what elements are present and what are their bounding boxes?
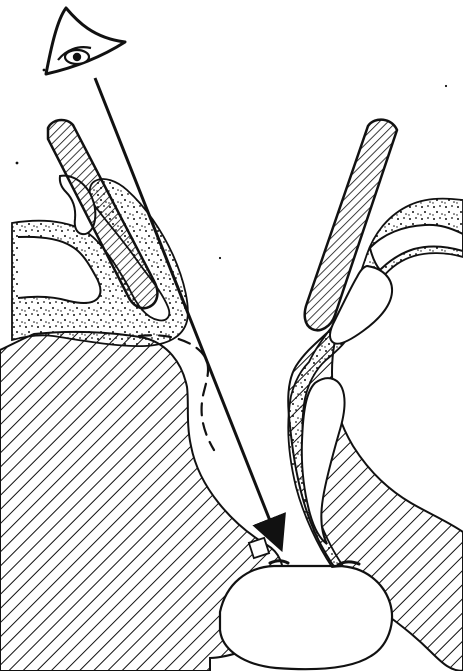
eye-icon xyxy=(46,8,125,74)
tissue-flap xyxy=(249,538,269,558)
